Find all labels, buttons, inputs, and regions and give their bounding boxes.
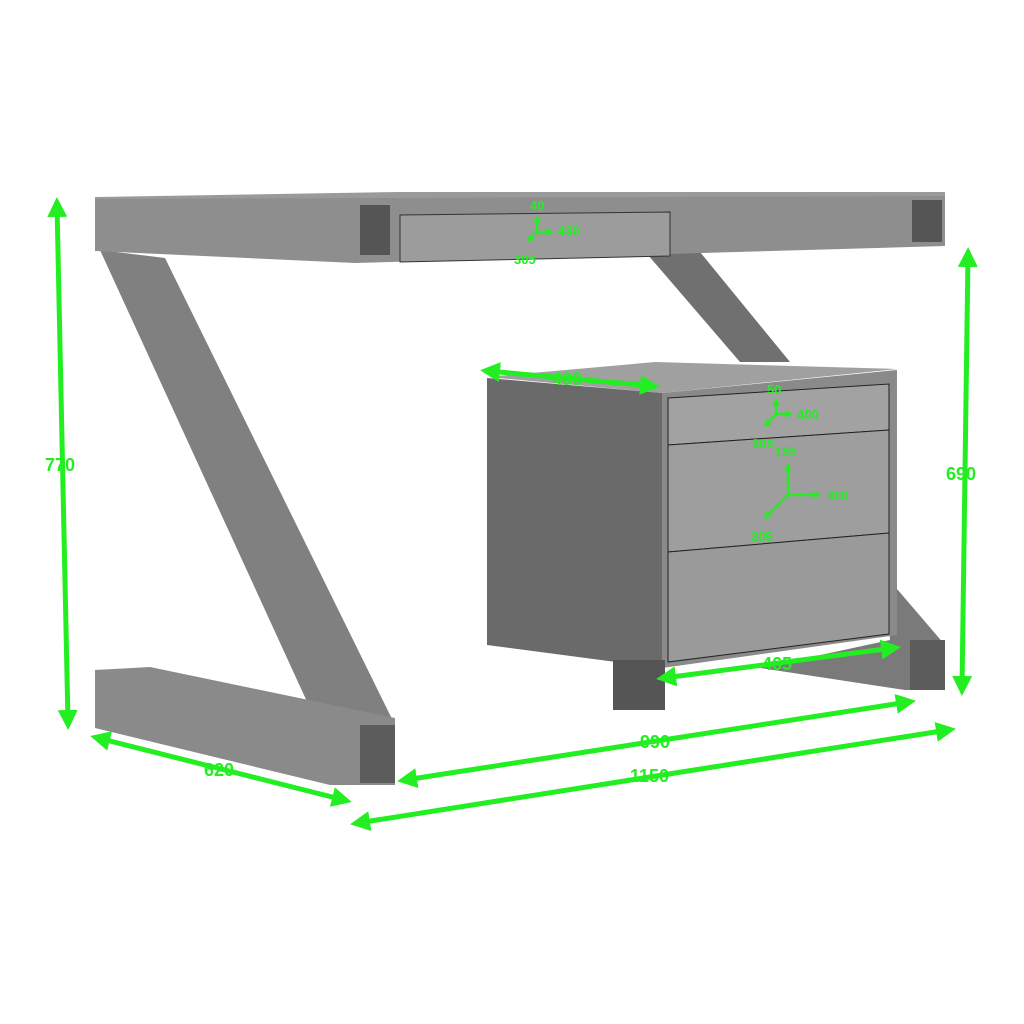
cabinet-mid-drawer-height: 155 [775, 444, 797, 459]
cabinet-side [487, 378, 662, 668]
cabinet-mid-drawer-width: 400 [827, 488, 849, 503]
desk-top-joint-right [912, 200, 942, 242]
cabinet-top-drawer-height: 50 [767, 382, 781, 397]
desk [95, 192, 945, 785]
label-height-cabinet: 690 [946, 464, 976, 484]
height-cabinet-arrow [952, 247, 978, 696]
label-cabinet-width: 465 [762, 654, 792, 674]
label-cabinet-depth: 400 [552, 369, 582, 389]
cabinet-mid-drawer-depth: 305 [751, 529, 773, 544]
desk-drawer-width: 430 [558, 223, 580, 238]
desk-top-surface [95, 192, 945, 200]
desk-drawer-axis-icon [526, 215, 554, 243]
cabinet-foot [613, 660, 665, 710]
cabinet-top-drawer-axis-icon [763, 398, 793, 428]
cabinet-depth-arrow [480, 362, 660, 395]
left-foot-end [360, 725, 395, 783]
desk-drawer[interactable] [399, 211, 671, 263]
cabinet-mid-drawer-axis-icon [763, 463, 821, 520]
desk-drawer-height: 40 [530, 198, 544, 213]
cabinet-width-arrow [656, 639, 901, 687]
desk-top-joint-left [360, 205, 390, 255]
label-total-width: 1150 [630, 766, 669, 786]
left-z-leg [100, 250, 395, 730]
label-inner-width: 990 [640, 732, 670, 752]
cabinet-top-drawer-width: 400 [797, 407, 819, 422]
back-foot-end [910, 640, 945, 690]
cabinet-drawer-bottom[interactable] [667, 532, 890, 663]
desk-drawer-depth: 305 [514, 252, 536, 267]
dimension-lines [47, 197, 978, 832]
back-z-leg [648, 252, 790, 362]
height-total-arrow [47, 197, 78, 730]
drawer-axes [526, 215, 821, 520]
depth-arrow [90, 731, 352, 807]
label-height-total: 770 [45, 455, 75, 475]
dimension-labels: 770 690 620 990 1150 400 465 40 430 305 … [45, 198, 976, 786]
total-width-arrow [350, 721, 956, 832]
label-depth: 620 [204, 760, 234, 780]
cabinet-top-drawer-depth: 305 [752, 436, 774, 451]
